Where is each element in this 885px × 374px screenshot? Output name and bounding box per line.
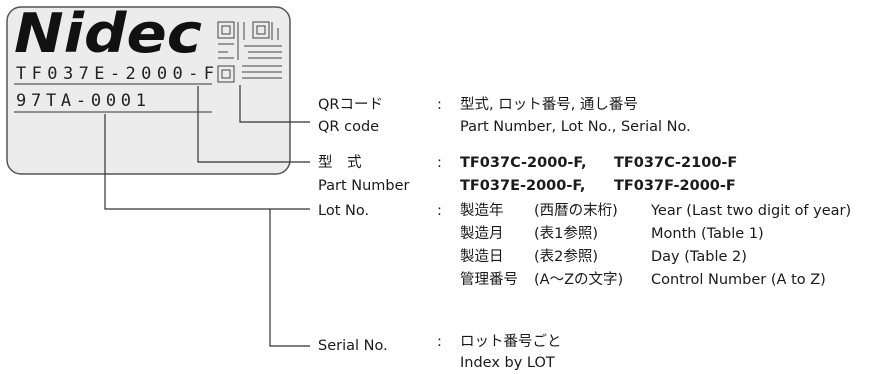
part-leader (197, 86, 310, 163)
lot-leader (104, 114, 310, 210)
leader-lines (104, 85, 310, 347)
nidec-logo: Nidec (14, 2, 202, 65)
printed-serial: 97TA-0001 (16, 91, 146, 111)
label-card (6, 6, 291, 175)
qr-leader (239, 85, 310, 123)
qr-code-graphic (217, 21, 282, 83)
serial-leader (269, 209, 310, 347)
printed-part-number: TF037E-2000-F (16, 64, 214, 84)
